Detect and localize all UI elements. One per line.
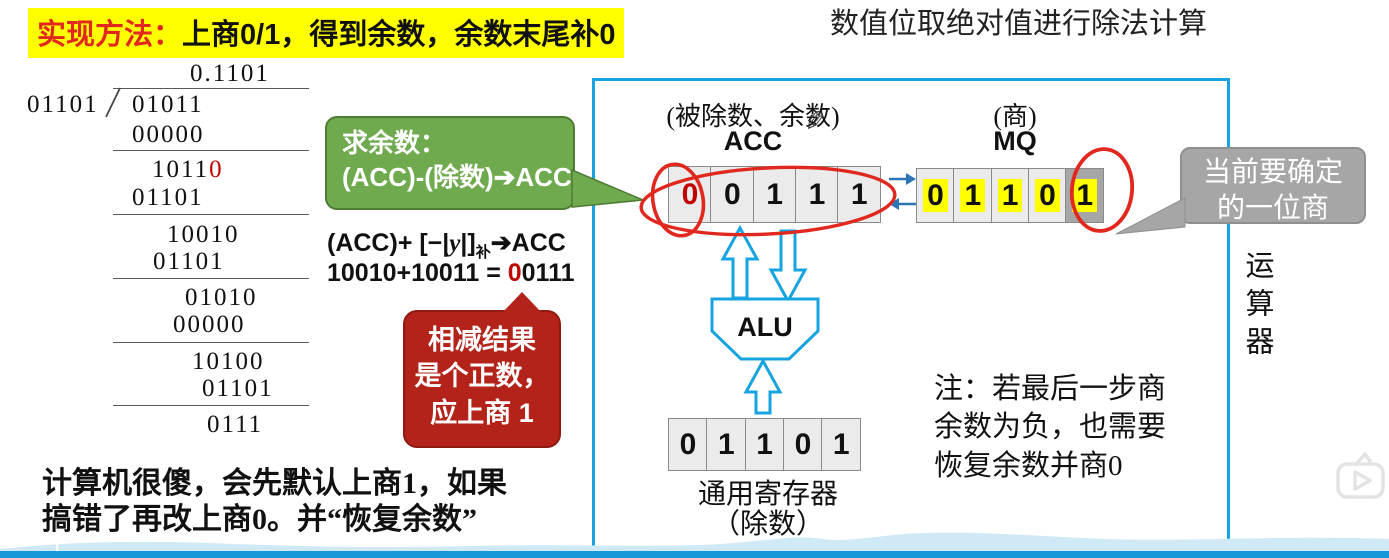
division-rule — [113, 405, 309, 406]
formula-line: (ACC)+ [−|y|]补➔ACC — [327, 229, 566, 261]
remainder-callout-title: 求余数： — [342, 128, 447, 158]
division-step: 01101 — [202, 375, 274, 402]
current-quotient-bit-callout: 当前要确定 的一位商 — [1180, 147, 1366, 224]
pencil-icon: ✎ — [801, 104, 828, 138]
division-rule — [113, 88, 309, 89]
division-step: 01010 — [185, 284, 258, 311]
method-banner: 实现方法：上商0/1，得到余数，余数末尾补0 — [28, 8, 625, 58]
complement-subscript: 补 — [475, 244, 491, 261]
divisor-label: （除数） — [711, 509, 824, 540]
division-step: 10100 — [192, 348, 265, 375]
register-cell: 1 — [744, 418, 785, 471]
dividend: 01011 — [132, 91, 204, 118]
remainder-callout: 求余数： (ACC)-(除数)➔ACC — [325, 116, 575, 210]
method-banner-text: 上商0/1，得到余数，余数末尾补0 — [182, 19, 616, 51]
acc-role-label: (被除数、余数) — [666, 102, 840, 131]
division-step: 01101 — [132, 184, 204, 211]
division-step: 0111 — [207, 411, 264, 438]
division-step: 00000 — [173, 311, 246, 338]
sum-line: 10010+10011 = 00111 — [327, 259, 575, 287]
register-cell: 1 — [1065, 168, 1105, 223]
division-rule — [113, 278, 309, 279]
quotient: 0.1101 — [190, 60, 270, 87]
remainder-callout-expr: (ACC)-(除数)➔ACC — [342, 161, 572, 192]
acc-name-label: ACC — [723, 126, 783, 156]
positive-result-callout: 相减结果 是个正数， 应上商 1 — [403, 310, 561, 448]
general-register-label: 通用寄存器 — [697, 479, 838, 510]
page-title: 数值位取绝对值进行除法计算 — [830, 8, 1208, 40]
register-cell: 1 — [752, 166, 797, 223]
register-cell: 0 — [1027, 168, 1067, 223]
video-progress-bar[interactable] — [0, 551, 1389, 558]
sum-red-digit: 0 — [507, 259, 522, 287]
division-step: 00000 — [132, 121, 205, 148]
register-cell: 0 — [916, 168, 955, 223]
computer-naive-note: 计算机很傻，会先默认上商1，如果 搞错了再改上商0。并“恢复余数” — [42, 467, 507, 536]
register-cell: 0 — [668, 166, 712, 223]
mq-name-label: MQ — [993, 126, 1037, 156]
register-cell: 1 — [990, 168, 1030, 223]
divisor: 01101 — [27, 91, 99, 118]
division-rule — [113, 342, 309, 343]
register-cell: 1 — [821, 418, 862, 471]
register-cell: 1 — [706, 418, 747, 471]
mq-role-label: (商) — [993, 102, 1037, 131]
register-cell: 1 — [794, 166, 839, 223]
register-cell: 1 — [837, 166, 882, 223]
division-step: 10110 — [152, 156, 224, 183]
method-banner-lead: 实现方法： — [37, 19, 183, 51]
restore-remainder-note: 注：若最后一步商 余数为负，也需要 恢复余数并商0 — [934, 373, 1167, 482]
register-cell: 0 — [782, 418, 823, 471]
register-cell: 1 — [953, 168, 993, 223]
division-step: 01101 — [153, 248, 225, 275]
register-cell: 0 — [668, 418, 708, 471]
y-variable: y — [449, 230, 461, 257]
division-rule — [113, 214, 309, 215]
division-rule — [113, 150, 309, 151]
arithmetic-unit-label: 运算器 — [1241, 250, 1273, 364]
alu-label: ALU — [737, 312, 793, 342]
register-cell: 0 — [710, 166, 755, 223]
division-step: 10010 — [167, 221, 240, 248]
